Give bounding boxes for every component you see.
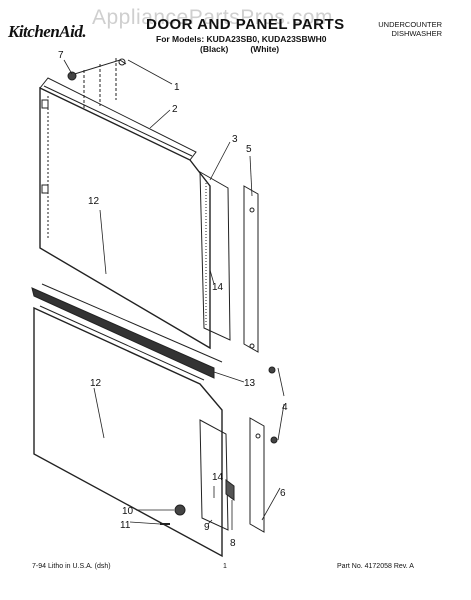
page-title: DOOR AND PANEL PARTS	[146, 16, 345, 33]
callout-12-upper: 12	[88, 196, 100, 207]
category-line-1: UNDERCOUNTER	[378, 20, 442, 29]
callout-1: 1	[174, 82, 180, 93]
hinge-hardware	[67, 58, 127, 110]
watermark: AppliancePartsPros.com	[92, 6, 333, 29]
callout-6: 6	[280, 488, 286, 499]
callout-labels: 1 2 3 4 5 6 7 8 9 10 11 12 12 13 14 14	[58, 50, 288, 549]
category-line-2: DISHWASHER	[391, 29, 442, 38]
upper-inner-panel	[199, 171, 231, 341]
screws	[268, 366, 278, 444]
footer-page-number: 1	[223, 563, 227, 570]
callout-13: 13	[244, 378, 256, 389]
callout-2: 2	[172, 104, 178, 115]
lower-inner-panel	[199, 419, 229, 531]
callout-3: 3	[232, 134, 238, 145]
appliance-category: UNDERCOUNTER DISHWASHER	[362, 20, 442, 38]
variant-black: (Black)	[200, 44, 229, 54]
models-line: For Models: KUDA23SB0, KUDA23SBWH0	[156, 34, 327, 44]
callout-14-lower: 14	[212, 472, 224, 483]
callout-4: 4	[282, 402, 288, 413]
footer-litho: 7-94 Litho in U.S.A. (dsh)	[32, 563, 111, 570]
callout-9: 9	[204, 522, 210, 533]
callout-5: 5	[246, 144, 252, 155]
lower-side-bracket	[249, 417, 265, 533]
upper-door-panel	[39, 77, 211, 350]
leader-lines	[63, 59, 285, 530]
footer-part-number: Part No. 4172058 Rev. A	[337, 563, 414, 570]
upper-side-bracket	[243, 185, 259, 353]
lower-door-panel	[33, 305, 223, 558]
callout-7: 7	[58, 50, 64, 61]
callout-10: 10	[122, 506, 134, 517]
variant-white: (White)	[250, 44, 280, 54]
callout-11: 11	[120, 520, 131, 531]
lower-hinge-parts	[160, 479, 235, 525]
callout-12-lower: 12	[90, 378, 102, 389]
handle-trim-strip	[31, 283, 223, 379]
callout-14-upper: 14	[212, 282, 224, 293]
callout-8: 8	[230, 538, 236, 549]
brand-logo: KitchenAid.	[8, 22, 87, 41]
model-variants: (Black) (White)	[200, 44, 279, 54]
